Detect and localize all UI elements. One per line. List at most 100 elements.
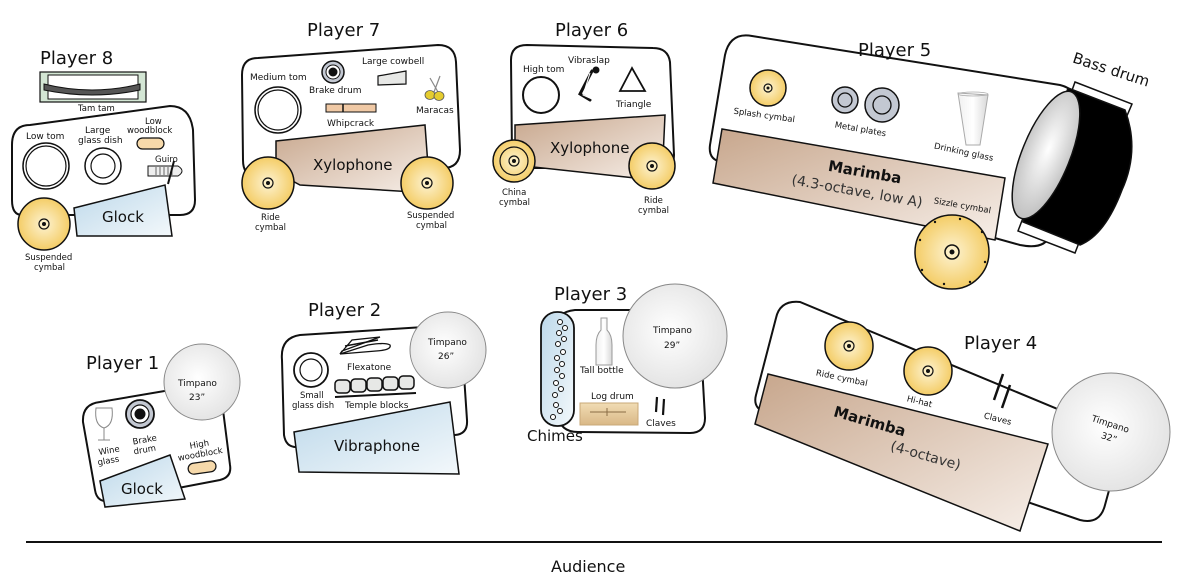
timpano-label-1: Timpano	[427, 338, 467, 348]
player-2: Player 2 Small glass dish Flexatone Temp…	[280, 300, 487, 475]
wine-glass-label-2: glass	[97, 454, 121, 468]
hi-hat-icon	[903, 346, 953, 396]
timpano-32-icon	[1051, 372, 1171, 492]
xylophone-label: Xylophone	[550, 139, 629, 157]
brake-drum-label: Brake drum	[309, 86, 362, 96]
ride-cymbal-icon	[628, 142, 676, 190]
marimba-icon	[754, 373, 1049, 532]
vibraphone-icon	[293, 401, 460, 475]
suspended-cymbal-label-1: Suspended	[407, 211, 454, 221]
brake-drum-label-1: Brake	[132, 433, 158, 447]
player-8-title: Player 8	[40, 48, 113, 69]
tall-bottle-icon	[595, 317, 613, 366]
timpano-label-1: Timpano	[652, 326, 692, 336]
small-glass-dish-icon	[293, 352, 329, 388]
flexatone-icon	[339, 336, 391, 355]
chimes-icon	[540, 311, 575, 427]
log-drum-label: Log drum	[591, 392, 634, 402]
tall-bottle-label: Tall bottle	[579, 366, 624, 376]
brake-drum-icon	[125, 399, 155, 429]
player-5: Player 5 Splash cymbal Metal plates Drin…	[708, 34, 1152, 290]
timpano-29-icon	[622, 283, 728, 389]
triangle-icon	[618, 66, 647, 92]
china-cymbal-label-2: cymbal	[499, 198, 530, 208]
low-tom-label: Low tom	[26, 132, 64, 142]
suspended-cymbal-icon	[400, 156, 454, 210]
vibraphone-label: Vibraphone	[334, 437, 420, 455]
high-tom-label: High tom	[523, 65, 564, 75]
glass-dish-label-1: Large	[85, 126, 111, 136]
china-cymbal-label-1: China	[502, 188, 526, 198]
brake-drum-icon	[321, 60, 345, 84]
large-cowbell-label: Large cowbell	[362, 57, 424, 67]
temple-blocks-label: Temple blocks	[344, 401, 409, 411]
high-woodblock-label-1: High	[189, 438, 210, 451]
guiro-icon	[147, 160, 183, 185]
timpano-label-2: 23”	[189, 393, 205, 403]
low-woodblock-icon	[136, 137, 165, 150]
suspended-cymbal-label-2: cymbal	[34, 263, 65, 273]
high-tom-icon	[522, 76, 560, 114]
splash-cymbal-icon	[749, 69, 787, 107]
player-3-title: Player 3	[554, 284, 627, 305]
wine-glass-icon	[95, 407, 113, 441]
whipcrack-icon	[325, 103, 377, 113]
large-cowbell-icon	[377, 70, 407, 86]
metal-plates-icon	[831, 86, 900, 123]
audience-label: Audience	[551, 557, 625, 576]
player-1-title: Player 1	[86, 353, 159, 374]
claves-icon	[654, 396, 666, 416]
player-4: Player 4 Ride cymbal Hi-hat Claves Marim…	[754, 300, 1171, 532]
suspended-cymbal-icon	[17, 197, 71, 251]
player-6: Player 6 High tom Vibraslap Triangle Xyl…	[492, 20, 676, 216]
medium-tom-icon	[254, 86, 302, 134]
glock-label: Glock	[121, 480, 163, 498]
china-cymbal-icon	[492, 139, 536, 183]
timpano-label-2: 26”	[438, 352, 454, 362]
claves-icon	[992, 373, 1012, 409]
timpano-label-2: 29”	[664, 341, 680, 351]
small-glass-dish-label-2: glass dish	[292, 401, 334, 411]
player-8: Player 8 Tam tam Low tom Large glass dis…	[11, 48, 197, 273]
suspended-cymbal-label-2: cymbal	[416, 221, 447, 231]
vibraslap-label: Vibraslap	[568, 56, 610, 66]
bass-drum-icon	[1011, 81, 1133, 254]
maracas-label: Maracas	[416, 106, 454, 116]
glock-icon	[73, 184, 173, 237]
timpano-label-1: Timpano	[177, 379, 217, 389]
glock-label: Glock	[102, 208, 144, 226]
suspended-cymbal-label-1: Suspended	[25, 253, 72, 263]
player-6-title: Player 6	[555, 20, 628, 41]
player-7: Player 7 Medium tom Brake drum Large cow…	[240, 20, 462, 233]
tam-tam-label: Tam tam	[77, 104, 115, 114]
ride-cymbal-label-1: Ride	[644, 196, 663, 206]
player-1: Player 1 Wine glass Brake drum High wood…	[81, 343, 241, 508]
high-woodblock-icon	[187, 460, 217, 475]
timpano-26-icon	[409, 311, 487, 389]
low-woodblock-label-1: Low	[145, 117, 162, 127]
ride-cymbal-label-2: cymbal	[255, 223, 286, 233]
small-glass-dish-label-1: Small	[300, 391, 324, 401]
timpano-label-2: 32”	[1100, 431, 1118, 445]
large-glass-dish-icon	[84, 147, 122, 185]
brake-drum-label-2: drum	[133, 444, 157, 458]
chimes-label: Chimes	[527, 427, 583, 445]
timpano-23-icon	[163, 343, 241, 421]
xylophone-label: Xylophone	[313, 156, 392, 174]
player-4-title: Player 4	[964, 333, 1037, 354]
player-2-title: Player 2	[308, 300, 381, 321]
whipcrack-label: Whipcrack	[327, 119, 375, 129]
ride-cymbal-icon	[824, 321, 874, 371]
low-woodblock-label-2: woodblock	[127, 126, 172, 136]
temple-blocks-icon	[334, 375, 417, 398]
maracas-icon	[424, 75, 445, 101]
ride-cymbal-label-2: cymbal	[638, 206, 669, 216]
drinking-glass-icon	[957, 91, 989, 146]
player-7-title: Player 7	[307, 20, 380, 41]
triangle-label: Triangle	[615, 100, 652, 110]
medium-tom-label: Medium tom	[250, 73, 307, 83]
low-tom-icon	[22, 142, 70, 190]
guiro-label: Guiro	[155, 155, 178, 165]
wine-glass-label-1: Wine	[98, 444, 121, 458]
